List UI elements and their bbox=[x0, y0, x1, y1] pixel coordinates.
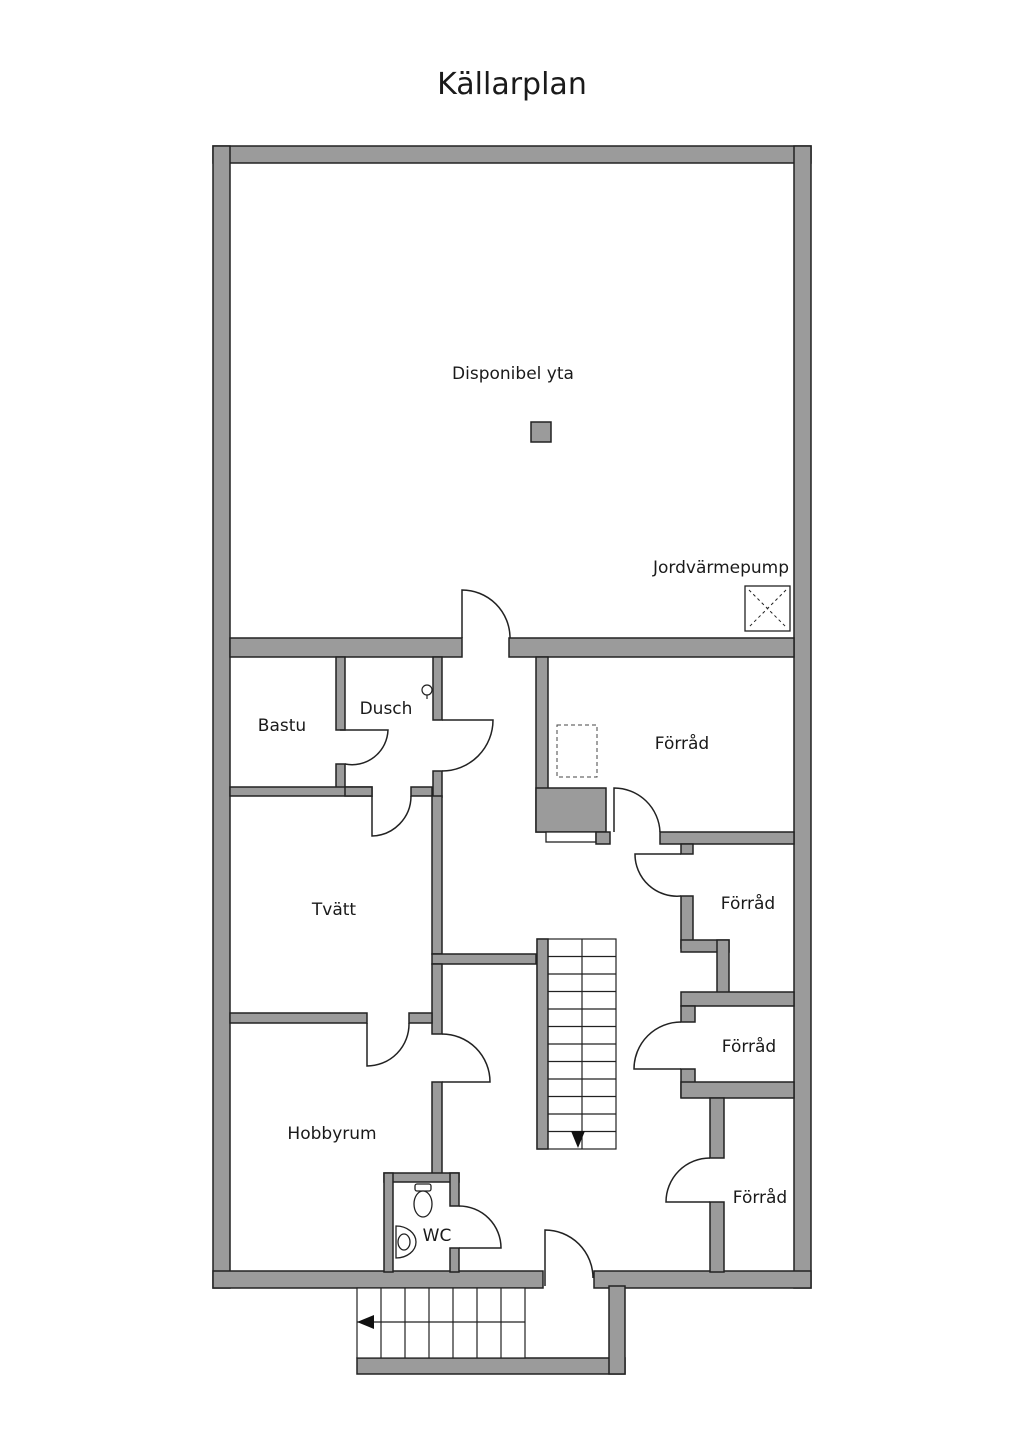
chimney-opening bbox=[545, 831, 597, 843]
stair-down-arrow-icon bbox=[571, 1131, 585, 1148]
wall-forrad2-left bbox=[680, 843, 694, 855]
label-jordvarme: Jordvärmepump bbox=[652, 558, 789, 578]
door-entrance bbox=[544, 1229, 594, 1286]
wall-forrad2-bottom bbox=[680, 991, 795, 1007]
outer-wall-bottom-right bbox=[593, 1270, 812, 1289]
label-wc: WC bbox=[423, 1226, 452, 1246]
outer-wall-right bbox=[793, 145, 812, 1289]
outer-wall-bottom-left bbox=[212, 1270, 544, 1289]
toilet-icon bbox=[413, 1183, 433, 1218]
door-disponibel bbox=[461, 589, 511, 639]
wall-tvatt-bottom-right bbox=[408, 1012, 433, 1024]
wall-corridor-mid bbox=[431, 953, 537, 965]
label-forrad-2: Förråd bbox=[721, 893, 775, 914]
door-hobby-corridor bbox=[441, 1033, 491, 1083]
wall-tvatt-bottom bbox=[229, 1012, 368, 1024]
wall-wc-right-low bbox=[449, 1247, 460, 1273]
door-wc bbox=[458, 1205, 502, 1249]
entrance-wall-bottom bbox=[356, 1357, 626, 1375]
wall-forrad3-left bbox=[680, 1005, 696, 1023]
wall-dusch-bottom-right bbox=[410, 786, 433, 797]
wall-dusch-right bbox=[432, 656, 443, 721]
support-pillar bbox=[530, 421, 552, 443]
wall-tvatt-right bbox=[431, 795, 443, 955]
door-forrad-3 bbox=[633, 1021, 682, 1070]
outer-wall-left bbox=[212, 145, 231, 1289]
label-forrad-1: Förråd bbox=[655, 733, 709, 754]
doors bbox=[340, 589, 711, 1286]
entrance-stair bbox=[356, 1287, 526, 1359]
plan-title: Källarplan bbox=[437, 67, 587, 102]
label-dusch: Dusch bbox=[360, 699, 413, 719]
wall-forrad3-bottom bbox=[680, 1081, 795, 1099]
interior-stair bbox=[536, 938, 617, 1150]
label-bastu: Bastu bbox=[258, 716, 306, 736]
door-tvatt bbox=[371, 795, 412, 837]
dashed-hatch-icon bbox=[556, 724, 598, 778]
entrance-wall-right bbox=[608, 1285, 626, 1375]
wall-upper-right bbox=[508, 637, 795, 658]
chimney-block bbox=[535, 787, 607, 833]
walls bbox=[212, 145, 812, 1375]
door-bastu bbox=[340, 729, 389, 766]
door-dusch-corridor bbox=[441, 719, 494, 772]
wall-hobby-right-lower bbox=[431, 1081, 443, 1175]
door-forrad-1 bbox=[613, 787, 661, 833]
wall-upper-left bbox=[229, 637, 463, 658]
wall-forrad1-bottom bbox=[659, 831, 795, 845]
wall-wc-right bbox=[449, 1172, 460, 1207]
wall-wc-top bbox=[383, 1172, 460, 1183]
wall-forrad4-left-low bbox=[709, 1201, 725, 1273]
label-tvatt: Tvätt bbox=[311, 900, 357, 920]
wall-dusch-right-low bbox=[432, 770, 443, 798]
wall-wc-left bbox=[383, 1172, 394, 1273]
door-forrad-2 bbox=[634, 853, 682, 897]
label-forrad-4: Förråd bbox=[733, 1187, 787, 1208]
sink-icon bbox=[395, 1225, 417, 1259]
wall-forrad4-left bbox=[709, 1097, 725, 1159]
room-labels: Disponibel yta Jordvärmepump Bastu Dusch… bbox=[258, 364, 789, 1246]
wall-forrad1-bottom-left bbox=[595, 831, 611, 845]
door-forrad-4 bbox=[665, 1157, 711, 1203]
wall-bastu-dusch-low bbox=[335, 763, 346, 789]
label-forrad-3: Förråd bbox=[722, 1036, 776, 1057]
wall-bastu-dusch bbox=[335, 656, 346, 731]
door-hobbyrum bbox=[366, 1022, 410, 1067]
wall-forrad2-step-down bbox=[716, 939, 730, 995]
wall-hobby-right-upper bbox=[431, 963, 443, 1035]
outer-wall-top bbox=[212, 145, 812, 164]
wall-dusch-bottom bbox=[344, 786, 373, 797]
label-disponibel: Disponibel yta bbox=[452, 364, 574, 384]
heat-pump-icon bbox=[744, 585, 791, 632]
shower-head-icon bbox=[421, 684, 433, 699]
entrance-arrow-icon bbox=[357, 1315, 374, 1329]
label-hobbyrum: Hobbyrum bbox=[287, 1124, 376, 1144]
